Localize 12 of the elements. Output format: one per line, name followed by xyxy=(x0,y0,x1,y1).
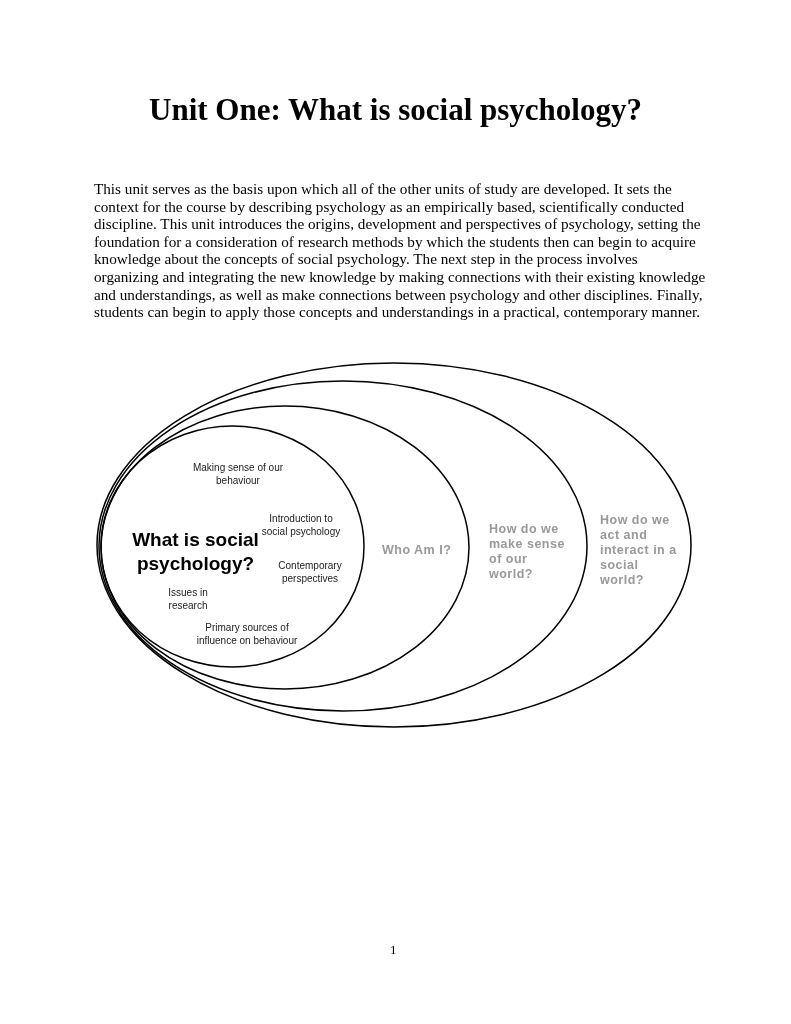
topic-label: Introduction to social psychology xyxy=(260,512,342,538)
topic-label: Issues in research xyxy=(167,586,209,612)
ring-label: How do we make sense of our world? xyxy=(489,522,566,582)
ring-label: Who Am I? xyxy=(382,543,453,558)
topic-label: Making sense of our behaviour xyxy=(191,461,285,487)
ring-label: How do we act and interact in a social world? xyxy=(600,513,678,588)
page-title: Unit One: What is social psychology? xyxy=(148,92,643,128)
topic-label: Contemporary perspectives xyxy=(277,559,343,585)
intro-paragraph: This unit serves as the basis upon which all of the other units of study are developed. It sets the context for the course by describing psychology as an empirically based, scientifically conducted discipline. This unit introduces the origins, development and perspectives of psychology, setting the foundation for a consideration of research methods by which the students then can begin to acquire knowledge about the concepts of social psychology. The next step in the process involves organizing and integrating the new knowledge by making connections with their existing knowledge and understandings, as well as make connections between psychology and other disciplines. Finally, students can begin to apply those concepts and understandings in a practical, contemporary manner. xyxy=(94,180,706,321)
page-number: 1 xyxy=(390,942,397,958)
core-heading: What is social psychology? xyxy=(131,528,260,576)
topic-label: Primary sources of influence on behaviour xyxy=(195,621,299,647)
